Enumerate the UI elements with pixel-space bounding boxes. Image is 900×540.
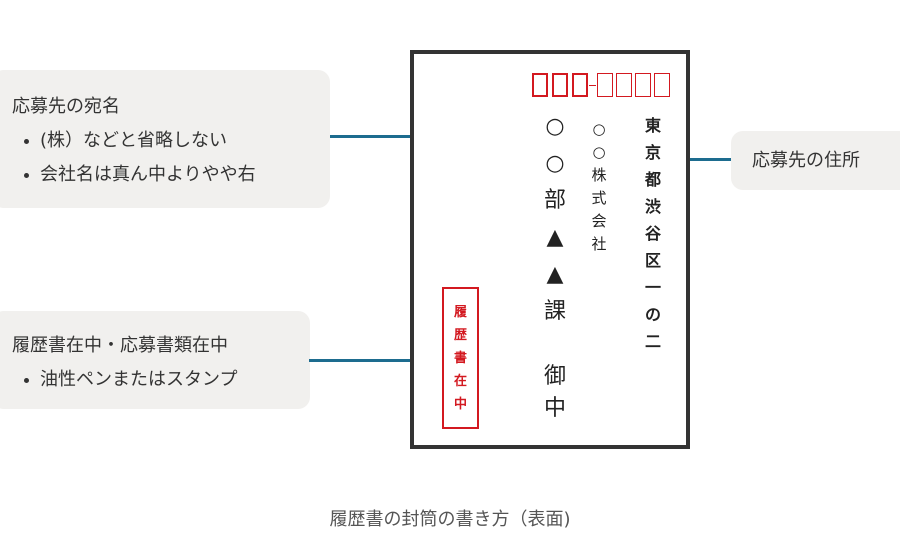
address-char: 二 (644, 332, 661, 351)
department-char: ○ (545, 151, 565, 176)
envelope-company: ○ ○ 株 式 会 社 (588, 118, 610, 256)
company-char: ○ (592, 120, 606, 138)
department-char: 部 (543, 188, 566, 213)
callout-bullet: 会社名は真ん中よりやや右 (12, 158, 314, 192)
connector-line-enclosed (309, 359, 434, 362)
postal-code-box (532, 73, 548, 97)
postal-code-box (572, 73, 588, 97)
callout-recipient-name: 応募先の宛名 (株）などと省略しない 会社名は真ん中よりやや右 (0, 70, 330, 208)
stamp-char: 書 (453, 350, 467, 366)
address-char: 区 (644, 251, 661, 270)
stamp-char: 履 (453, 304, 467, 320)
postal-code-box (635, 73, 651, 97)
resume-enclosed-stamp: 履 歴 書 在 中 (442, 287, 479, 429)
department-char: 課 (543, 299, 566, 324)
diagram-caption: 履歴書の封筒の書き方（表面) (329, 509, 571, 530)
connector-line-address (673, 158, 731, 161)
company-char: 株 (591, 166, 607, 184)
callout-address-title: 応募先の住所 (752, 149, 860, 171)
callout-bullet: 油性ペンまたはスタンプ (12, 363, 294, 397)
stamp-char: 歴 (453, 327, 467, 343)
postal-code-box (654, 73, 670, 97)
company-char: 会 (591, 212, 607, 230)
envelope-address: 東 京 都 渋 谷 区 一 の 二 (641, 112, 665, 355)
address-char: 谷 (644, 224, 661, 243)
department-char: ○ (545, 114, 565, 139)
callout-bullet: (株）などと省略しない (12, 124, 314, 158)
postal-code-box (616, 73, 632, 97)
envelope (410, 50, 690, 449)
postal-code-box (597, 73, 613, 97)
postal-code-dash (589, 85, 596, 86)
callout-recipient-bullets: (株）などと省略しない 会社名は真ん中よりやや右 (12, 124, 314, 192)
address-char: 渋 (644, 197, 661, 216)
onchu-char: 中 (543, 396, 566, 421)
company-char: ○ (592, 143, 606, 161)
envelope-department: ○ ○ 部 ▲ ▲ 課 (539, 108, 571, 330)
address-char: 東 (644, 116, 661, 135)
company-char: 社 (591, 235, 607, 253)
envelope-onchu: 御 中 (539, 361, 571, 425)
stamp-char: 在 (453, 373, 467, 389)
callout-enclosed-note: 履歴書在中・応募書類在中 油性ペンまたはスタンプ (0, 311, 310, 409)
callout-enclosed-bullets: 油性ペンまたはスタンプ (12, 363, 294, 397)
callout-recipient-title: 応募先の宛名 (12, 96, 120, 117)
department-char: ▲ (546, 262, 564, 287)
callout-address: 応募先の住所 (731, 131, 900, 190)
postal-code-box (552, 73, 568, 97)
company-char: 式 (591, 189, 607, 207)
callout-enclosed-title: 履歴書在中・応募書類在中 (12, 335, 228, 356)
address-char: 京 (644, 143, 661, 162)
address-char: 都 (644, 170, 661, 189)
address-char: の (644, 305, 661, 324)
address-char: 一 (644, 278, 661, 297)
department-char: ▲ (546, 225, 564, 250)
stamp-char: 中 (453, 396, 467, 412)
onchu-char: 御 (543, 364, 566, 389)
